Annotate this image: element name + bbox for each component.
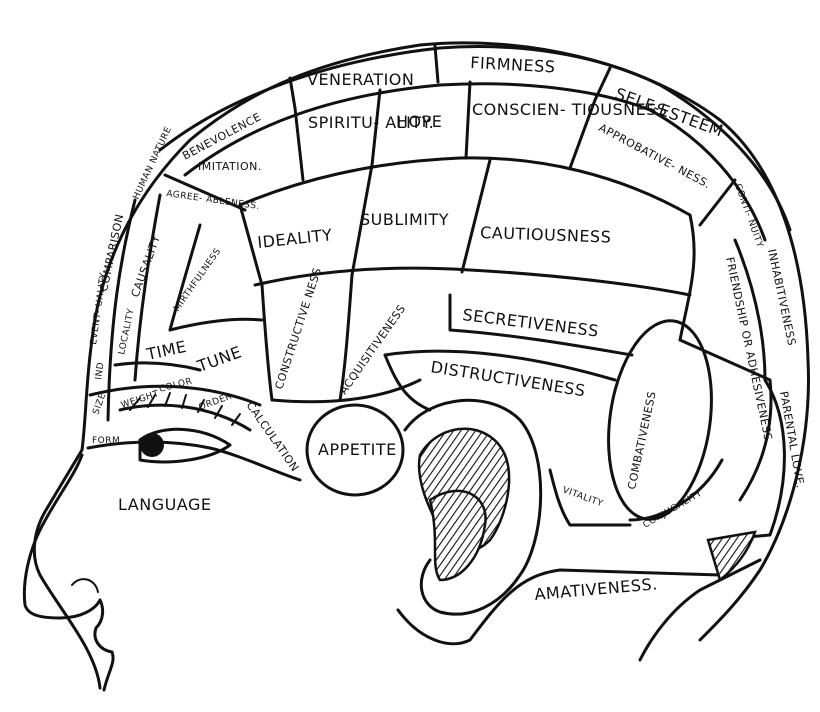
label-combativeness: COMBATIVENESS xyxy=(625,390,659,491)
label-ideality: IDEALITY xyxy=(256,225,333,252)
conjugality-cell xyxy=(628,458,724,522)
divider xyxy=(464,80,472,160)
label-constructiveness: CONSTRUCTIVE NESS xyxy=(272,266,324,391)
friendship-cell xyxy=(678,338,773,502)
head-outline xyxy=(32,41,810,690)
label-conjugality: CONJUGALITY xyxy=(642,489,705,531)
divider xyxy=(350,163,374,277)
brow-row xyxy=(86,440,302,482)
destructive-line xyxy=(383,349,617,382)
label-conscientiousness: CONSCIEN- TIOUSNESS xyxy=(472,100,668,119)
ear-lobe xyxy=(428,489,487,582)
vitality-cell xyxy=(548,468,632,527)
label-order: ORDER xyxy=(198,392,234,413)
divider xyxy=(370,88,382,167)
label-hope: HOPE xyxy=(396,112,442,131)
label-locality: LOCALITY xyxy=(117,308,137,356)
forehead-col2 xyxy=(133,193,162,382)
label-imitation: IMITATION. xyxy=(198,160,262,173)
neck-line xyxy=(638,558,762,662)
constructive-right xyxy=(338,273,354,402)
jaw-line xyxy=(396,568,722,646)
divider xyxy=(433,44,440,84)
lower-band xyxy=(270,378,422,404)
label-individuality: IND xyxy=(94,361,106,380)
mid-line xyxy=(253,266,692,297)
label-destructiveness: DISTRUCTIVENESS xyxy=(429,357,586,400)
label-agreeableness: AGREE- ABLENESS. xyxy=(166,189,261,212)
cautious-right xyxy=(678,213,696,342)
label-color: COLOR xyxy=(158,376,193,394)
forehead-row xyxy=(168,317,264,332)
eye xyxy=(138,427,232,464)
label-form: FORM xyxy=(92,436,120,446)
secretive-line xyxy=(448,293,634,357)
row2-lower xyxy=(238,156,692,217)
appetite-oval xyxy=(305,403,405,497)
forehead-col xyxy=(106,198,137,422)
divider xyxy=(460,158,492,274)
eyelash xyxy=(129,392,241,426)
nostril xyxy=(71,578,99,593)
forehead-col3 xyxy=(168,223,202,332)
label-spirituality: SPIRITU- ALITY. xyxy=(308,113,434,132)
combativeness-oval xyxy=(607,319,713,521)
label-inhabitiveness: INHABITIVENESS xyxy=(765,248,798,347)
ear-top xyxy=(383,353,432,412)
label-appetite: APPETITE xyxy=(318,440,397,459)
label-veneration: VENERATION xyxy=(307,70,414,89)
brow-top xyxy=(88,384,262,407)
label-amativeness: AMATIVENESS. xyxy=(534,574,659,604)
label-eventuality: EVENT- UALITY xyxy=(89,272,109,346)
label-continuity: CONTI- NUITY xyxy=(732,183,764,250)
label-cautiousness: CAUTIOUSNESS xyxy=(480,223,612,247)
band-inner xyxy=(183,82,767,242)
label-tune: TUNE xyxy=(194,342,244,376)
divider xyxy=(698,178,737,227)
inhabit-left xyxy=(733,238,767,382)
ear-outer xyxy=(403,398,543,616)
parental-cell xyxy=(713,378,786,542)
divider xyxy=(293,106,305,182)
label-secretiveness: SECRETIVENESS xyxy=(462,305,600,341)
label-firmness: FIRMNESS xyxy=(470,53,556,76)
label-friendship: FRIENDSHIP OR ADHESIVENESS xyxy=(723,256,775,442)
neck-patch xyxy=(706,530,757,583)
divider xyxy=(593,66,612,102)
divider xyxy=(238,203,264,287)
label-time: TIME xyxy=(144,337,188,364)
constructive-left xyxy=(260,283,274,402)
band-outer xyxy=(158,45,792,232)
label-mirthfulness: MIRTHFULNESS xyxy=(172,247,223,314)
divider xyxy=(288,76,297,110)
face-profile xyxy=(22,453,115,692)
label-vitality: VITALITY xyxy=(561,485,604,509)
forehead-row2 xyxy=(113,361,202,372)
label-sublimity: SUBLIMITY xyxy=(360,210,449,229)
label-language: LANGUAGE xyxy=(118,495,211,514)
pupil xyxy=(140,433,164,457)
ageee-cell xyxy=(163,173,247,212)
divider xyxy=(568,98,597,170)
eyebrow xyxy=(118,403,252,432)
